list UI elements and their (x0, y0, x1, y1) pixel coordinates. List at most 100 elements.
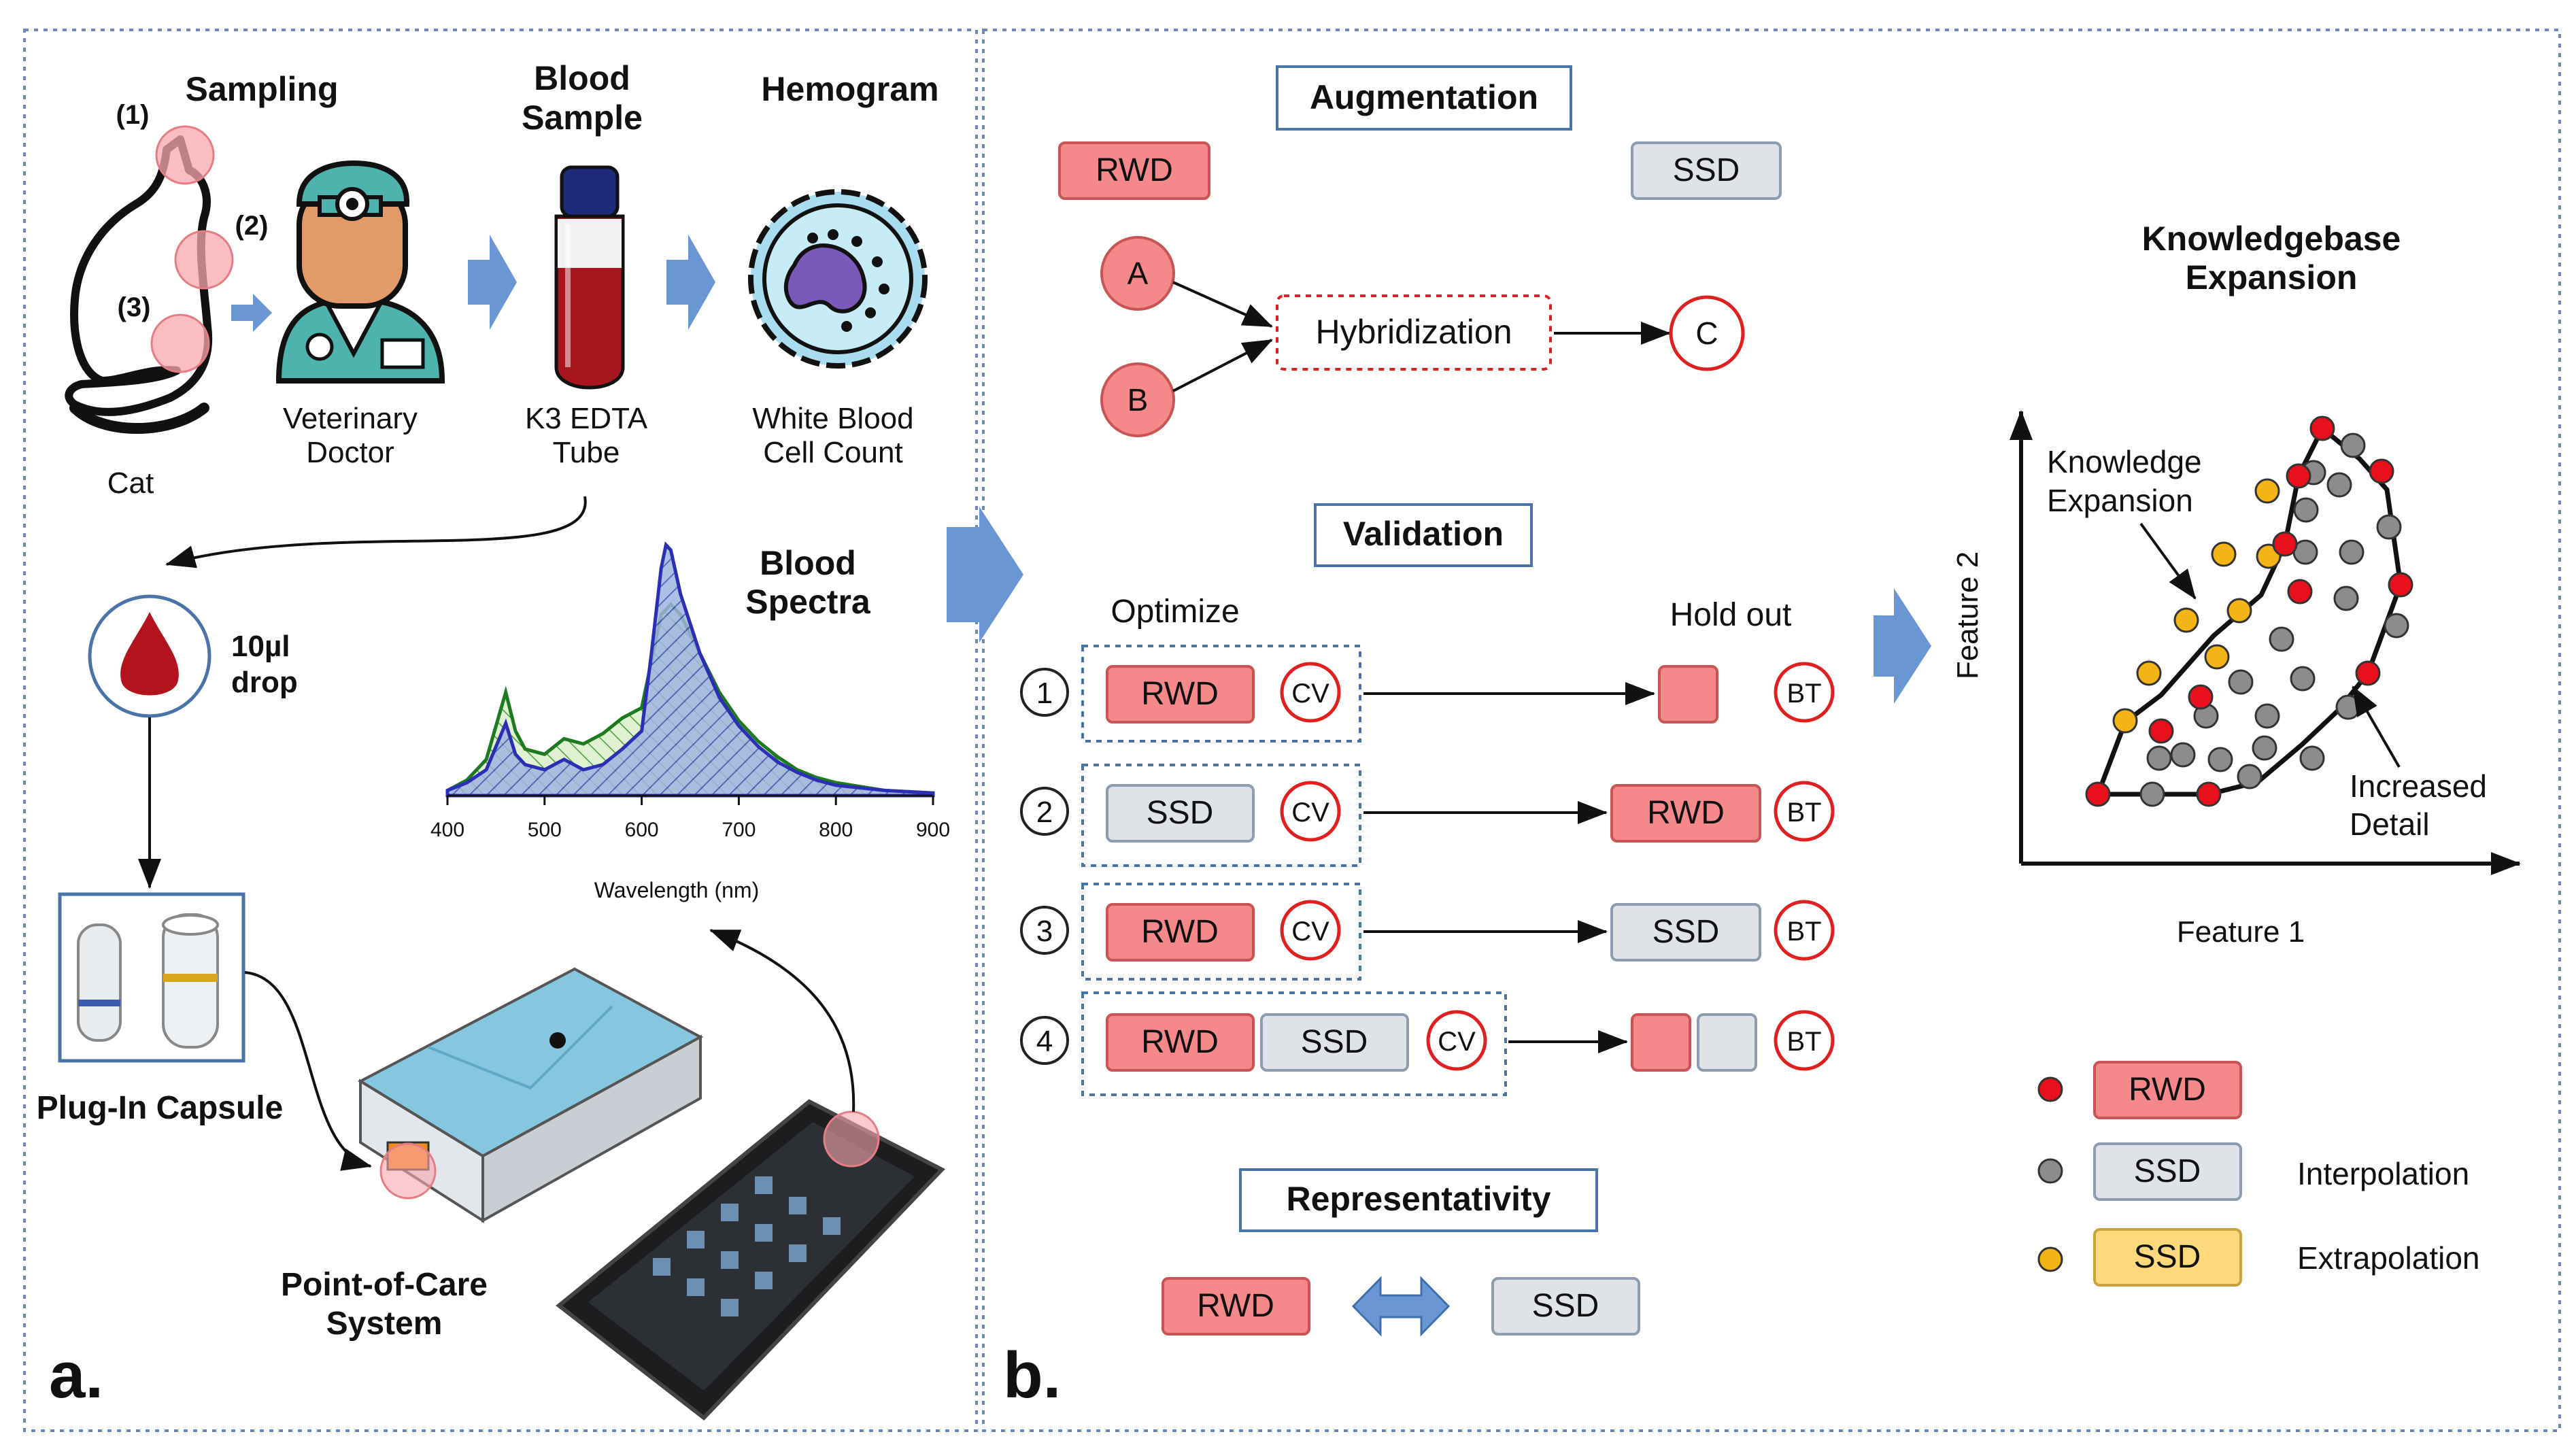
row-2-marker (1020, 787, 1069, 836)
representativity-box (1239, 1168, 1598, 1232)
sample-site-1 (155, 125, 215, 185)
legend-red-dot (2037, 1076, 2063, 1102)
row-2-optimize-frame (1081, 764, 1361, 867)
aug-ssd-box (1631, 141, 1782, 200)
row-4-bt-label: BT (1786, 1027, 1821, 1057)
spectra-title-2: Spectra (745, 583, 871, 621)
row-3-bt (1774, 900, 1835, 961)
rep-rwd-box (1162, 1277, 1310, 1336)
drop-label-line2: drop (231, 666, 298, 699)
row-3-number: 3 (1036, 915, 1053, 948)
arrow-vet-tube (468, 235, 517, 330)
legend-ssd-gray-label: SSD (2134, 1153, 2201, 1189)
sample-site-2 (174, 230, 234, 290)
hemogram-title: Hemogram (761, 70, 938, 108)
kb-title-1: Knowledgebase (2142, 220, 2401, 258)
row-1-cv-label: CV (1291, 679, 1329, 709)
row-2-holdout-rwd-box (1610, 784, 1761, 843)
kb-title-2: Expansion (2186, 258, 2358, 296)
veterinary-doctor-icon (275, 160, 445, 384)
wbc-label-line1: White Blood (752, 402, 913, 435)
double-arrow-icon (1351, 1276, 1451, 1337)
row-4-cv (1426, 1010, 1487, 1071)
sample-site-3 (150, 313, 210, 373)
validation-box (1314, 503, 1533, 567)
row-4-cv-label: CV (1438, 1027, 1476, 1057)
row-4-rwd-box (1106, 1013, 1255, 1072)
spectra-tick-label: 600 (625, 819, 659, 841)
red-points (2085, 415, 2413, 807)
row-1-cv (1280, 662, 1341, 723)
tube-label-line2: Tube (553, 436, 620, 469)
feature-2-label: Feature 2 (1951, 551, 1984, 679)
site-3-label: (3) (118, 292, 151, 322)
spectra-title-1: Blood (760, 544, 856, 582)
row-4-holdout-rwd (1631, 1013, 1691, 1072)
node-c-label: C (1695, 316, 1718, 351)
spectra-xlabel: Wavelength (nm) (594, 878, 759, 902)
arrow-validation-kb (1874, 588, 1931, 704)
site-1-label: (1) (116, 100, 150, 130)
legend-ssd-gray-box (2093, 1142, 2242, 1201)
row-3-cv-label: CV (1291, 917, 1329, 947)
legend-rwd-box (2093, 1061, 2242, 1119)
row-1-rwd-box (1106, 665, 1255, 724)
node-b-label: B (1128, 382, 1149, 418)
row-2-holdout-rwd-label: RWD (1647, 795, 1725, 831)
vet-label-line2: Doctor (306, 436, 394, 469)
row-1-rwd-label: RWD (1141, 676, 1219, 712)
hold-out-label: Hold out (1670, 597, 1792, 633)
row-1-optimize-frame (1081, 645, 1361, 743)
row-4-optimize-frame (1081, 991, 1507, 1096)
row-2-ssd-box (1106, 784, 1255, 843)
spectra-tick-label: 700 (722, 819, 756, 841)
blood-sample-title-1: Blood (534, 59, 630, 97)
knowledge-expansion-1: Knowledge (2047, 444, 2202, 479)
rep-ssd-box (1491, 1277, 1640, 1336)
row-2-bt-label: BT (1786, 798, 1821, 828)
hybridization-box (1276, 294, 1552, 371)
kb-legend: RWD SSD Interpolation SSD Extrapolation (2037, 1061, 2480, 1287)
aug-rwd-label: RWD (1096, 152, 1173, 188)
hybridization-label: Hybridization (1315, 313, 1512, 351)
row-2-ssd-label: SSD (1147, 795, 1214, 831)
row-3-holdout-ssd-label: SSD (1653, 914, 1720, 950)
row-4-ssd-label: SSD (1301, 1024, 1368, 1060)
smartphone-icon (556, 1099, 945, 1421)
spectra-tick-label: 500 (528, 819, 562, 841)
capsule-label: Plug-In Capsule (37, 1090, 284, 1126)
legend-yellow-dot (2037, 1246, 2063, 1272)
row-3-rwd-label: RWD (1141, 914, 1219, 950)
aug-rwd-box (1058, 141, 1210, 200)
augmentation-title: Augmentation (1310, 78, 1538, 116)
vet-label-line1: Veterinary (283, 402, 418, 435)
row-1-bt-label: BT (1786, 679, 1821, 709)
validation-title: Validation (1343, 515, 1504, 553)
drop-label-line1: 10µl (231, 630, 290, 663)
row-4-number: 4 (1036, 1025, 1053, 1058)
representativity-title: Representativity (1286, 1180, 1550, 1218)
node-c (1669, 295, 1745, 371)
panel-b-frame (982, 29, 2561, 1432)
rep-rwd-label: RWD (1197, 1288, 1274, 1324)
increased-detail-2: Detail (2350, 806, 2430, 842)
legend-gray-dot (2037, 1158, 2063, 1184)
gray-points (2139, 432, 2409, 807)
arrow-panel-a-to-b (947, 507, 1023, 643)
increased-detail-1: Increased (2350, 768, 2487, 804)
row-1-marker (1020, 668, 1069, 717)
poc-label-line1: Point-of-Care (281, 1267, 488, 1303)
feature-1-label: Feature 1 (2177, 915, 2305, 949)
row-1-number: 1 (1036, 677, 1053, 710)
spectra-tick-label: 800 (819, 819, 853, 841)
wbc-label-line2: Cell Count (763, 436, 902, 469)
row-3-cv (1280, 900, 1341, 961)
aug-ssd-label: SSD (1673, 152, 1740, 188)
row-2-bt (1774, 781, 1835, 842)
cat-label: Cat (107, 466, 154, 500)
row-2-number: 2 (1036, 796, 1053, 829)
arrow-tube-wbc (666, 235, 715, 330)
legend-extrapolation: Extrapolation (2297, 1240, 2480, 1276)
